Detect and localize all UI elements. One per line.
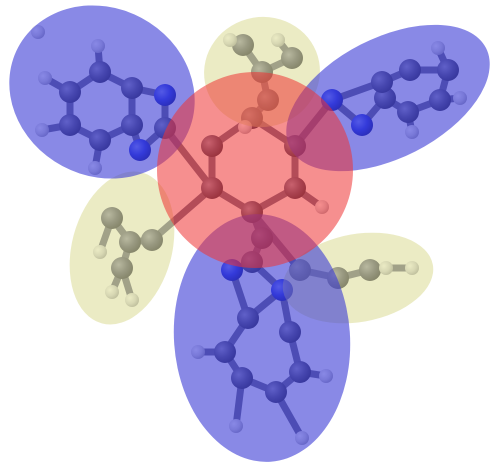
blue-region-upper-left bbox=[9, 5, 195, 179]
blue-region-bottom bbox=[173, 214, 351, 462]
red-region-center bbox=[157, 72, 353, 268]
yellow-region-left bbox=[69, 171, 175, 325]
